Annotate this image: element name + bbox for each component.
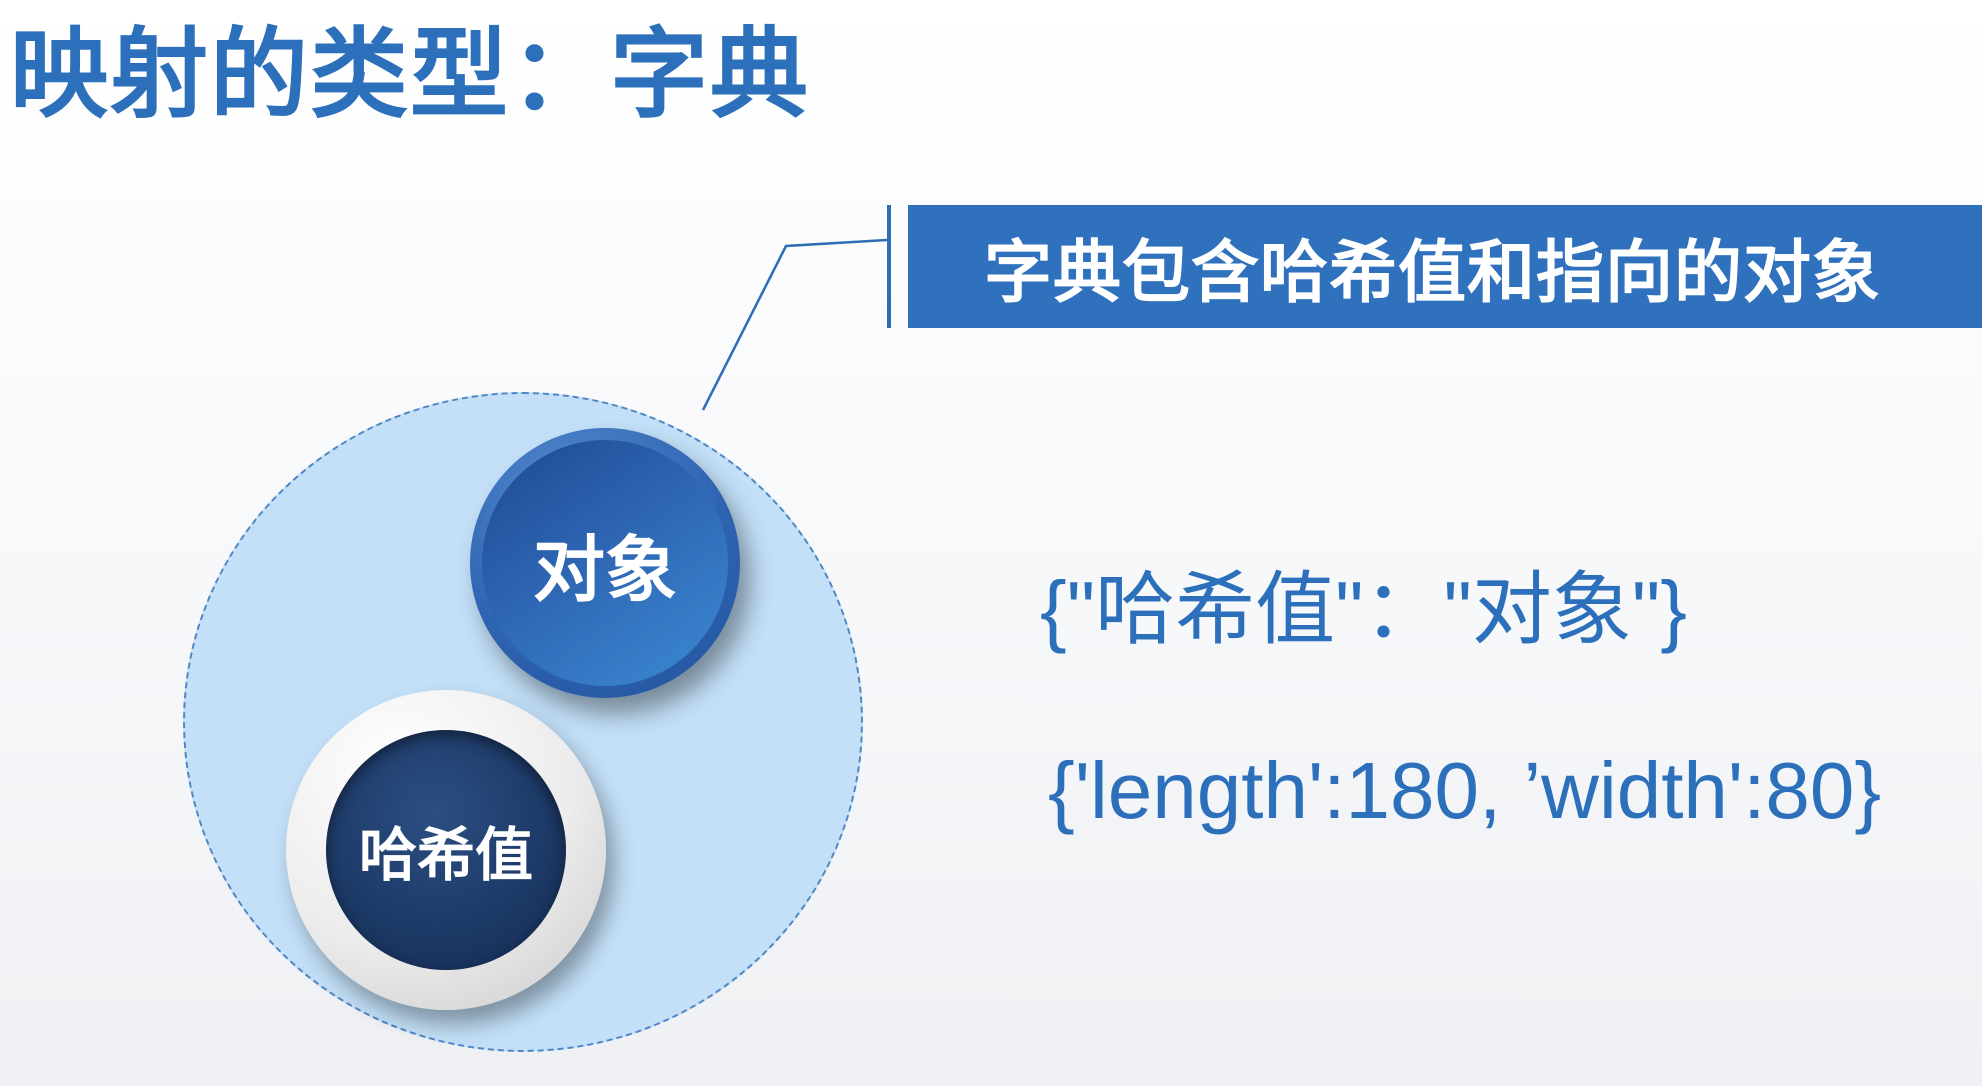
slide-title: 映射的类型：字典 (10, 18, 811, 132)
callout-box: 字典包含哈希值和指向的对象 (908, 205, 1982, 328)
object-node-label: 对象 (532, 527, 677, 612)
example-generic-dict: {"哈希值"："对象"} (1040, 565, 1688, 654)
callout-text: 字典包含哈希值和指向的对象 (984, 234, 1882, 313)
hash-node-label: 哈希值 (358, 821, 533, 889)
callout-accent-bar (887, 205, 891, 328)
object-node: 对象 (482, 440, 728, 686)
example-length-width-dict: {'length':180, ’width':80} (1048, 746, 1882, 835)
hash-node: 哈希值 (326, 730, 566, 970)
